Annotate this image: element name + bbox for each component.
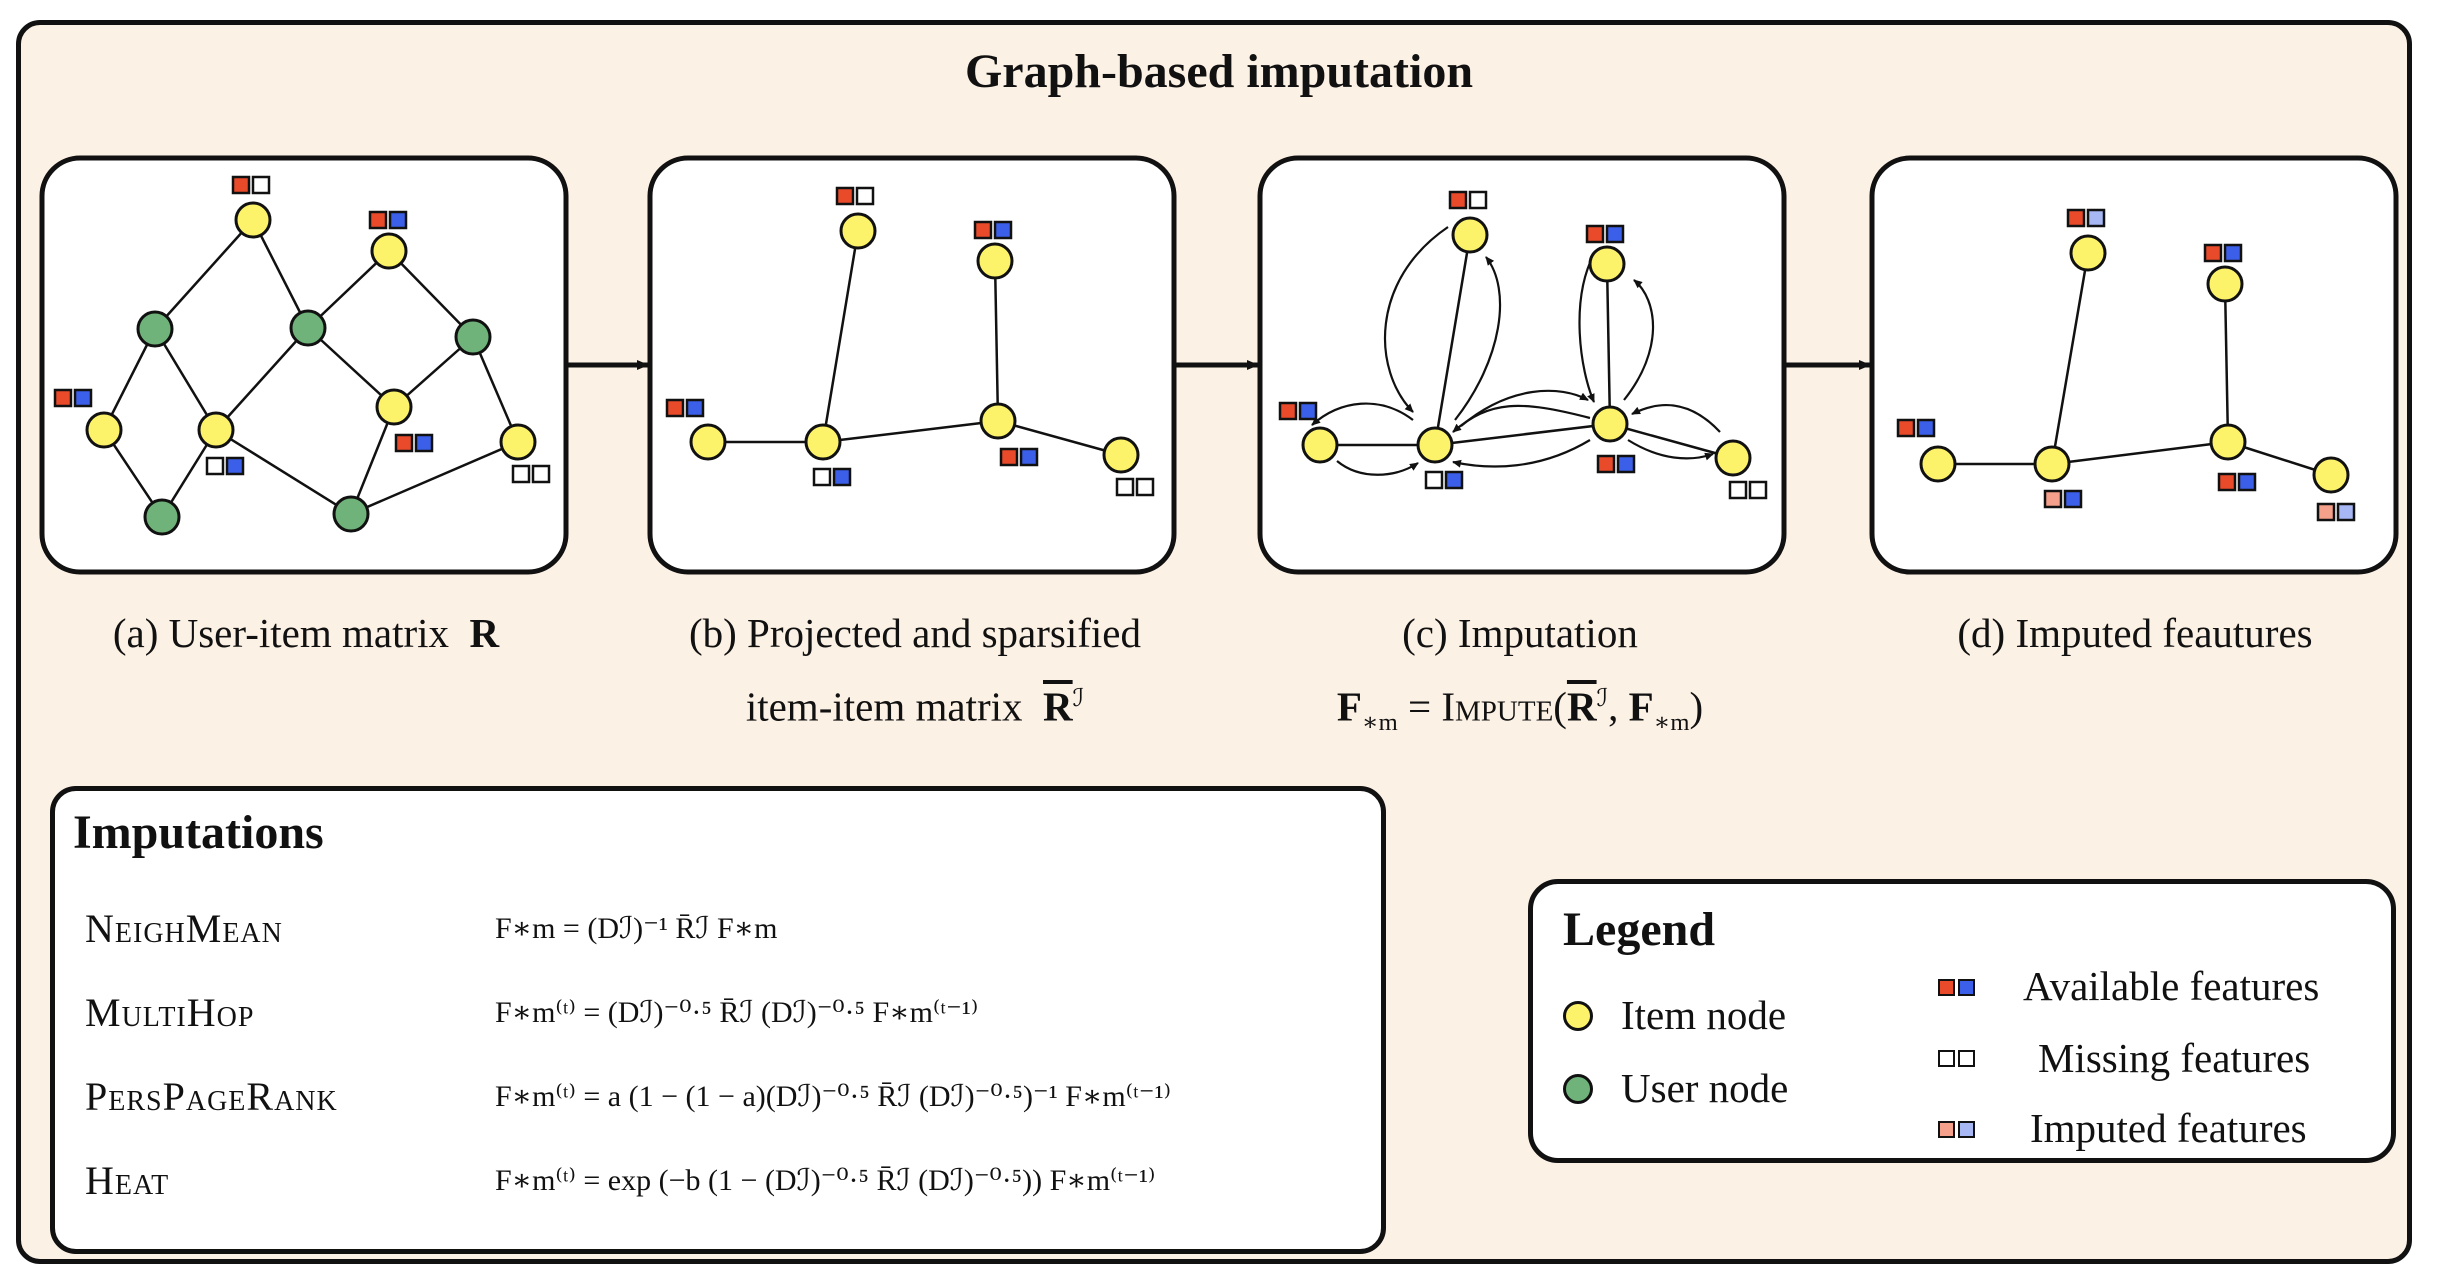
legend-imputed: Imputed features: [2030, 1105, 2307, 1151]
item-node-swatch: [1563, 1001, 1593, 1031]
legend-user-node: User node: [1621, 1065, 1789, 1111]
panel-b: [647, 155, 1177, 575]
imputations-panel: Imputations NeighMean F∗m = (Dℐ)⁻¹ R̄ℐ F…: [50, 786, 1386, 1254]
caption-c: (c) Imputation F∗m = Impute(Rℐ, F∗m): [1336, 610, 1704, 736]
legend-available: Available features: [2023, 963, 2320, 1009]
user-node-swatch: [1563, 1074, 1593, 1104]
method-formula: F∗m⁽ᵗ⁾ = a (1 − (1 − a)(Dℐ)⁻⁰·⁵ R̄ℐ (Dℐ)…: [495, 1080, 1171, 1113]
available-red-swatch: [1938, 979, 1955, 996]
figure-title: Graph-based imputation: [964, 45, 1474, 98]
method-formula: F∗m⁽ᵗ⁾ = (Dℐ)⁻⁰·⁵ R̄ℐ (Dℐ)⁻⁰·⁵ F∗m⁽ᵗ⁻¹⁾: [495, 996, 979, 1029]
legend-title: Legend: [1563, 903, 1716, 956]
legend-missing: Missing features: [2038, 1035, 2311, 1081]
method-name: Heat: [85, 1158, 170, 1203]
available-blue-swatch: [1958, 979, 1975, 996]
legend: Legend Item node User node Available fea…: [1528, 879, 2396, 1163]
missing-swatch: [1938, 1050, 1955, 1067]
method-formula: F∗m = (Dℐ)⁻¹ R̄ℐ F∗m: [495, 912, 778, 945]
method-name: NeighMean: [85, 906, 283, 951]
caption-d: (d) Imputed feautures: [1957, 610, 2313, 656]
imputed-blue-swatch: [1958, 1121, 1975, 1138]
legend-item-node: Item node: [1621, 992, 1787, 1038]
panel-a: [39, 155, 569, 575]
caption-b: (b) Projected and sparsified item-item m…: [689, 610, 1141, 730]
panel-c: [1257, 155, 1787, 575]
method-formula: F∗m⁽ᵗ⁾ = exp (−b (1 − (Dℐ)⁻⁰·⁵ R̄ℐ (Dℐ)⁻…: [495, 1164, 1156, 1197]
method-name: MultiHop: [85, 990, 255, 1035]
imputed-red-swatch: [1938, 1121, 1955, 1138]
panel-d: [1869, 155, 2399, 575]
missing-swatch: [1958, 1050, 1975, 1067]
caption-a: (a) User-item matrix R: [112, 610, 500, 656]
method-name: PersPageRank: [85, 1074, 338, 1119]
imputations-title: Imputations: [73, 806, 324, 859]
